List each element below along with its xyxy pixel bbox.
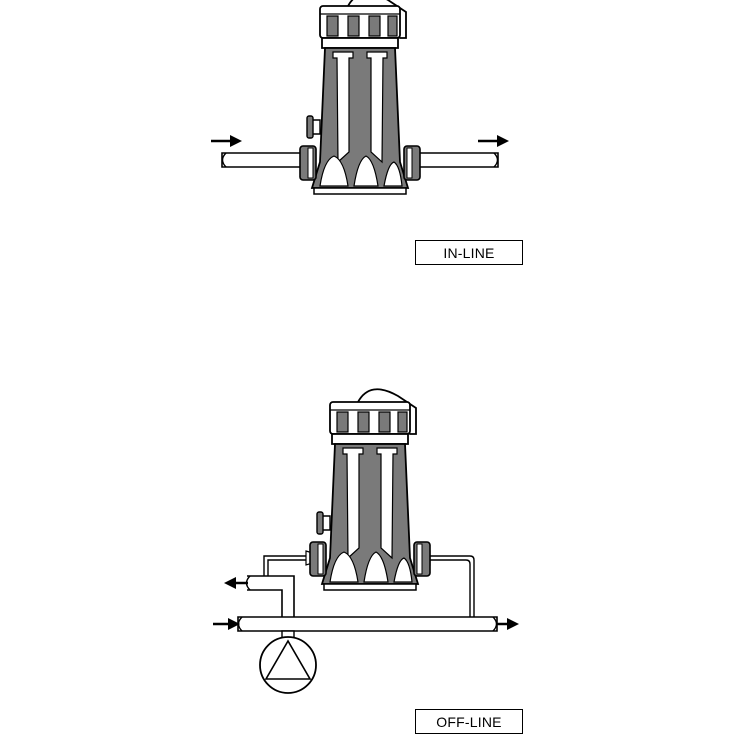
off-line-label: OFF-LINE [415,709,523,734]
inline-outlet-pipe [410,153,498,167]
off-line-installation [213,388,519,693]
offline-return-pipe [247,576,295,617]
offline-outlet-arrow-icon [496,618,519,630]
inline-outlet-arrow-icon [478,135,509,147]
offline-main-pipe [238,617,497,631]
pump-icon [260,631,316,693]
inline-inlet-pipe [222,153,308,167]
offline-inlet-arrow-icon [213,618,240,630]
offline-return-arrow-icon [224,577,248,589]
inline-inlet-arrow-icon [211,135,242,147]
in-line-installation [211,0,509,195]
offline-chlorinator [309,388,431,591]
in-line-label: IN-LINE [415,240,523,265]
inline-chlorinator [299,0,421,195]
